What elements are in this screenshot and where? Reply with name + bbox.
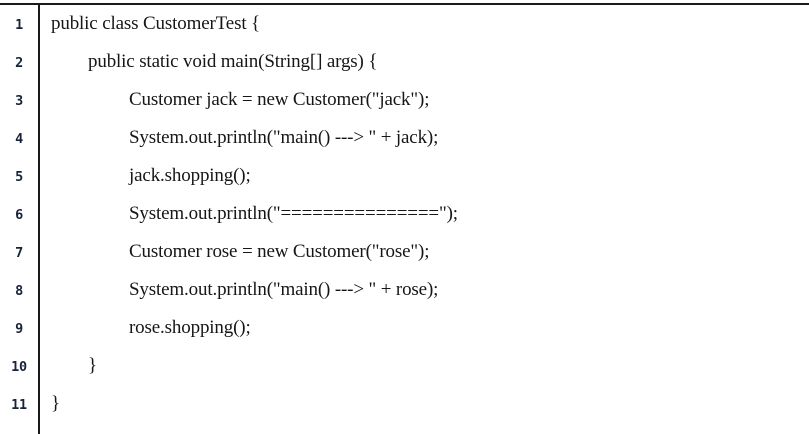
line-code: public class CustomerTest { — [51, 13, 261, 34]
line-code: System.out.println("main() ---> " + rose… — [129, 279, 439, 300]
code-line-row: 10 } — [0, 347, 809, 385]
top-divider-rule — [0, 3, 809, 5]
line-code: System.out.println("main() ---> " + jack… — [129, 127, 439, 148]
line-number: 10 — [11, 359, 27, 375]
code-lines-container: 1 public class CustomerTest { 2 public s… — [0, 5, 809, 423]
line-number: 9 — [15, 321, 23, 337]
code-line-row: 7 Customer rose = new Customer("rose"); — [0, 233, 809, 271]
code-line-row: 5 jack.shopping(); — [0, 157, 809, 195]
line-code: Customer rose = new Customer("rose"); — [129, 241, 430, 262]
line-code: Customer jack = new Customer("jack"); — [129, 89, 430, 110]
code-line-row: 9 rose.shopping(); — [0, 309, 809, 347]
line-number: 8 — [15, 283, 23, 299]
line-code: System.out.println("==============="); — [129, 203, 458, 224]
code-line-row: 6 System.out.println("==============="); — [0, 195, 809, 233]
line-number: 6 — [15, 207, 23, 223]
line-number: 5 — [15, 169, 23, 185]
line-code: public static void main(String[] args) { — [88, 51, 378, 72]
code-line-row: 3 Customer jack = new Customer("jack"); — [0, 81, 809, 119]
line-code: } — [51, 393, 60, 414]
gutter-divider-rule — [38, 3, 40, 434]
code-line-row: 4 System.out.println("main() ---> " + ja… — [0, 119, 809, 157]
line-number: 7 — [15, 245, 23, 261]
line-code: rose.shopping(); — [129, 317, 251, 338]
code-line-row: 8 System.out.println("main() ---> " + ro… — [0, 271, 809, 309]
line-number: 1 — [15, 17, 23, 33]
line-number: 4 — [15, 131, 23, 147]
line-number: 11 — [11, 397, 27, 413]
code-line-row: 11 } — [0, 385, 809, 423]
line-number: 3 — [15, 93, 23, 109]
line-code: jack.shopping(); — [129, 165, 251, 186]
code-line-row: 1 public class CustomerTest { — [0, 5, 809, 43]
code-line-row: 2 public static void main(String[] args)… — [0, 43, 809, 81]
line-number: 2 — [15, 55, 23, 71]
line-code: } — [88, 355, 97, 376]
